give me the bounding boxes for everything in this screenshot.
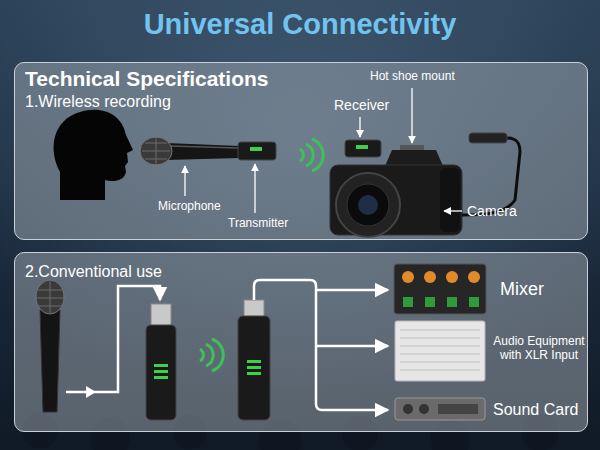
wireless-symbol — [212, 339, 223, 371]
transmitter-picture — [146, 304, 176, 420]
speaker-body — [395, 321, 485, 381]
panel-subheading: 1.Wireless recording — [25, 93, 577, 111]
mixer-picture — [394, 264, 486, 314]
knob — [403, 404, 413, 414]
status-led — [247, 360, 261, 363]
head-silhouette — [54, 110, 133, 200]
sound-card-picture — [395, 398, 485, 420]
leader-lines — [411, 88, 412, 143]
leader-lines — [185, 88, 462, 213]
knob — [419, 404, 429, 414]
knob — [446, 271, 458, 283]
status-led — [154, 376, 168, 379]
speaker-grille — [400, 354, 480, 355]
mic-body — [40, 310, 60, 412]
control-strip — [438, 404, 478, 414]
status-led — [154, 364, 168, 367]
wireless-symbol — [306, 144, 313, 166]
signal-wire — [86, 386, 96, 398]
status-led — [356, 145, 368, 149]
lens — [336, 173, 400, 237]
device-label: Sound Card — [493, 400, 578, 419]
part-label: Receiver — [334, 97, 389, 114]
sound-card-body — [395, 398, 485, 420]
knob — [468, 271, 480, 283]
knob — [424, 271, 436, 283]
camera-grip — [440, 168, 460, 232]
part-label: Microphone — [158, 199, 221, 213]
leader-lines — [254, 164, 255, 213]
transmitter-picture — [238, 142, 276, 160]
wireless-symbol — [206, 344, 213, 366]
knob — [402, 271, 414, 283]
page-title: Universal Connectivity — [0, 8, 600, 41]
lens-inner — [347, 184, 389, 226]
output-wires — [254, 280, 388, 410]
wireless-symbol — [200, 349, 203, 361]
mic-grille — [140, 137, 172, 165]
transmitter-body — [238, 142, 276, 160]
button — [403, 297, 413, 307]
button — [425, 297, 435, 307]
speaker-grille — [400, 346, 480, 347]
status-led — [247, 366, 261, 369]
mic-body — [166, 143, 240, 160]
xlr-connector — [244, 300, 264, 318]
mixer-body — [394, 264, 486, 314]
button — [447, 297, 457, 307]
panel-heading: 2.Conventional use — [25, 263, 577, 281]
wireless-symbol — [300, 139, 323, 171]
output-wires — [316, 345, 388, 348]
cable-plug — [469, 133, 507, 143]
output-wires — [254, 280, 388, 410]
speaker-grille — [400, 330, 480, 331]
button — [469, 297, 479, 307]
wireless-symbol — [200, 339, 223, 371]
wireless-symbol — [312, 139, 323, 171]
status-led — [250, 147, 262, 151]
microphone-picture — [36, 280, 64, 412]
device-label: Mixer — [500, 279, 544, 301]
leader-lines — [184, 166, 185, 196]
leader-lines — [359, 117, 360, 137]
receiver-body — [238, 316, 270, 420]
camera-prism — [385, 150, 443, 166]
receiver-body — [345, 140, 381, 157]
mic-highlight — [170, 146, 238, 148]
wireless-symbol — [300, 149, 303, 161]
part-label: Transmitter — [228, 216, 288, 230]
status-led — [154, 370, 168, 373]
speaker-grille — [400, 362, 480, 363]
speaker-picture — [395, 321, 485, 381]
speaker-grille — [400, 338, 480, 339]
speaker-grille — [400, 330, 480, 370]
receiver-picture — [238, 300, 270, 420]
mic-grille — [36, 280, 64, 314]
output-wires — [316, 289, 388, 292]
leader-lines — [444, 210, 462, 211]
part-label: Hot shoe mount — [370, 69, 455, 83]
device-label: Audio Equipment with XLR Input — [487, 334, 591, 363]
lens-glass — [358, 195, 378, 215]
microphone-picture — [140, 137, 240, 165]
mic-mesh — [36, 281, 64, 313]
camera-picture — [330, 133, 520, 237]
mic-mesh — [142, 137, 170, 165]
panel-heading: Technical Specifications — [25, 67, 577, 91]
transmitter-body — [146, 325, 176, 420]
part-label: Camera — [467, 203, 517, 220]
status-led — [247, 372, 261, 375]
hot-shoe — [400, 145, 424, 150]
receiver-picture — [345, 140, 381, 157]
xlr-connector — [151, 304, 171, 326]
speaker-grille — [400, 370, 480, 371]
